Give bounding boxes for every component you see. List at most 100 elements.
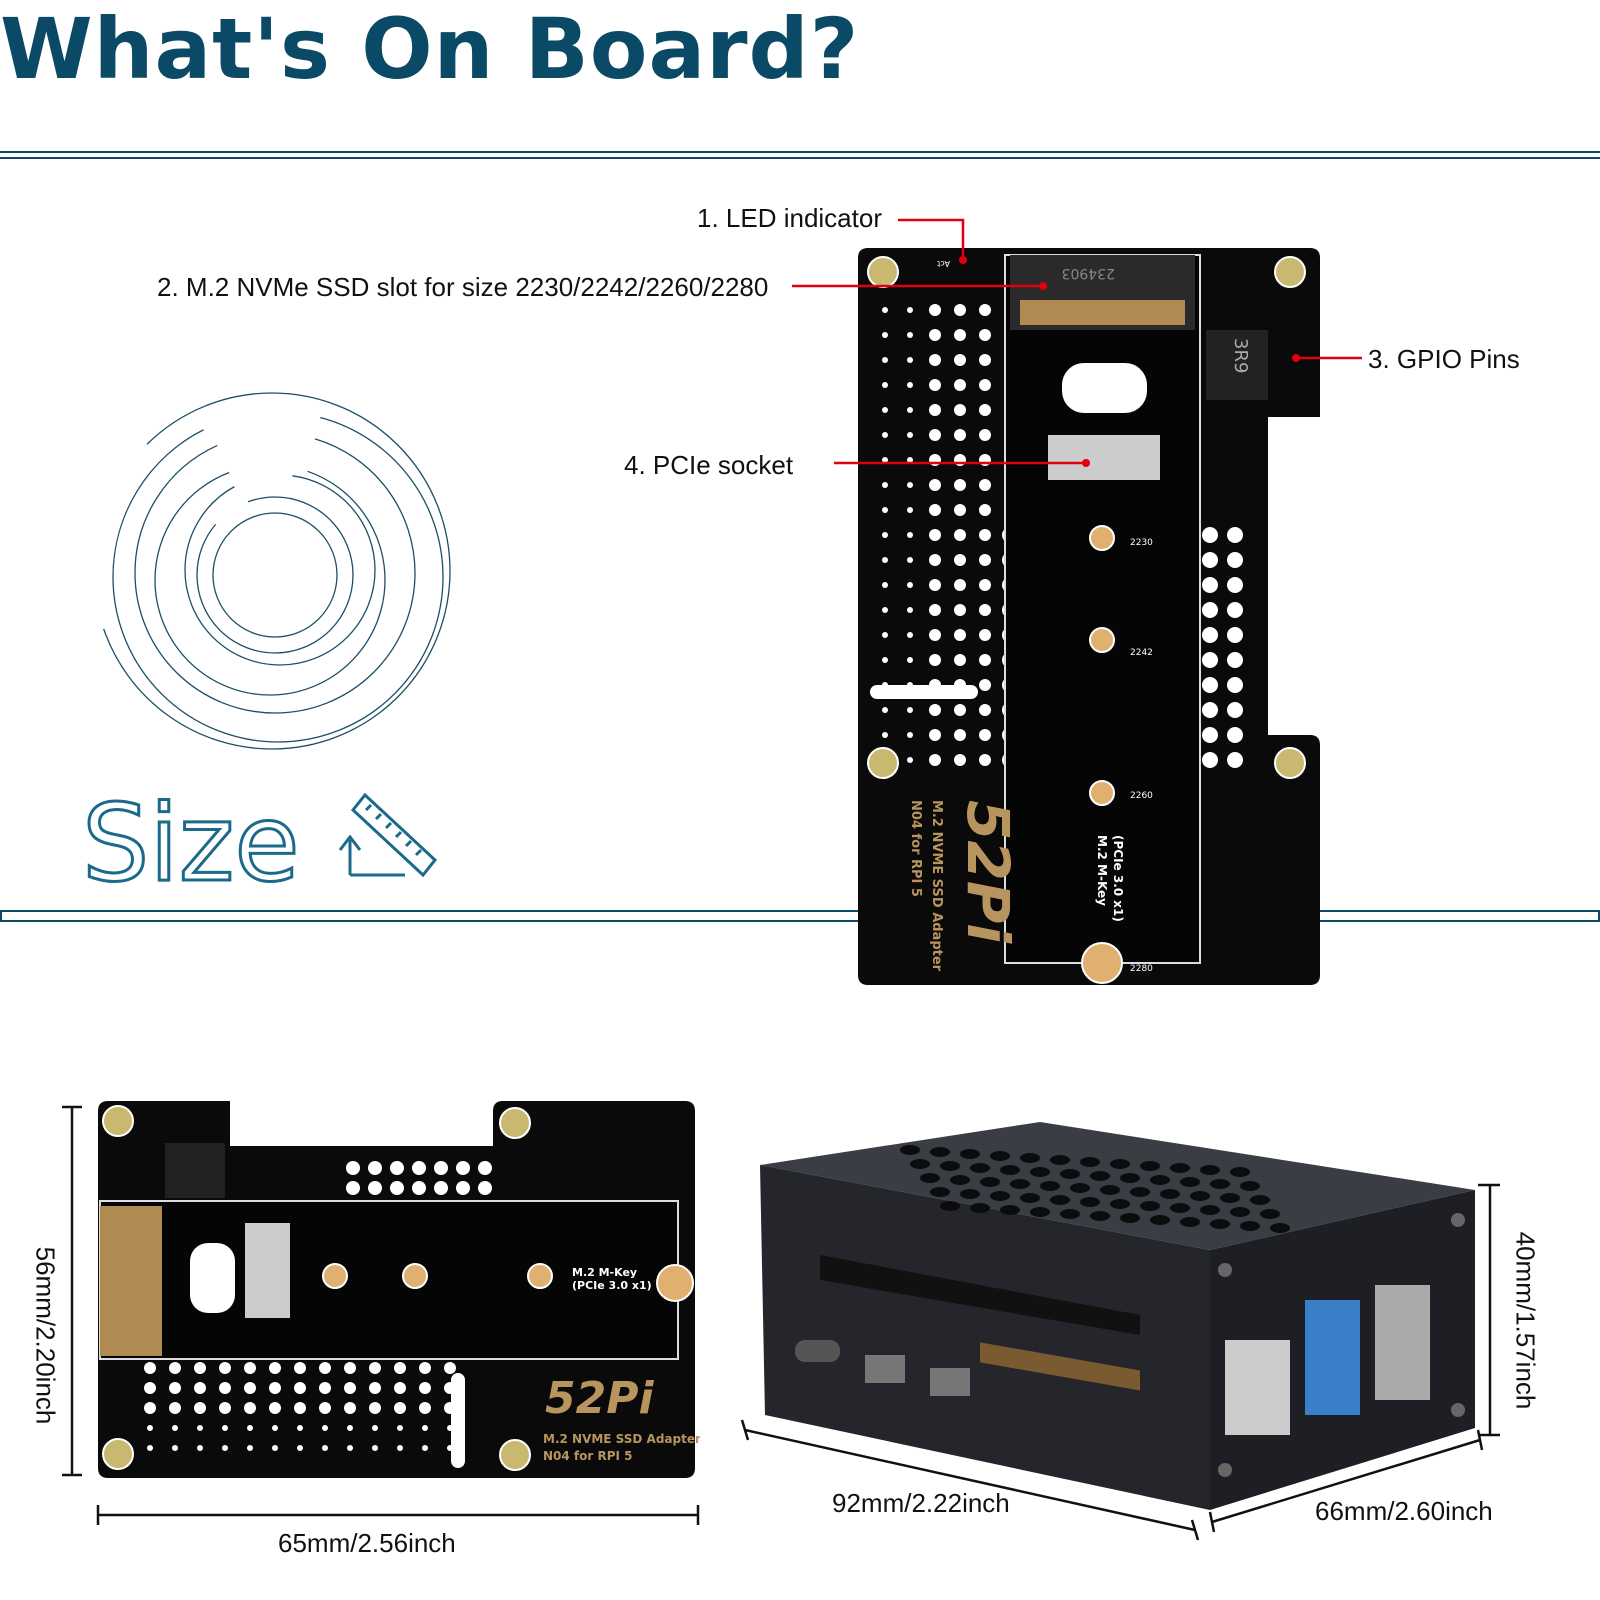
- pcb-hole: [222, 1425, 228, 1431]
- pcb-hole: [197, 1445, 203, 1451]
- pcb-hole: [1202, 752, 1218, 768]
- pcb-hole: [954, 704, 966, 716]
- pcb-hole: [907, 632, 913, 638]
- pcb-hole: [882, 482, 888, 488]
- pcb-hole: [144, 1402, 156, 1414]
- pcb-hole: [979, 354, 991, 366]
- pcb-hole: [882, 582, 888, 588]
- vent-hole: [1030, 1207, 1050, 1217]
- key-label: M.2 M-Key: [1095, 835, 1109, 906]
- callout-pcie-socket: 4. PCIe socket: [624, 450, 794, 480]
- pcb-hole: [1227, 652, 1243, 668]
- vent-hole: [990, 1151, 1010, 1161]
- pcb-hole: [929, 479, 941, 491]
- pcb-hole: [979, 404, 991, 416]
- size-mark: 2242: [1130, 648, 1153, 658]
- pcb-hole: [954, 429, 966, 441]
- pcb-hole: [169, 1362, 181, 1374]
- pcb-hole: [397, 1425, 403, 1431]
- pcb-hole: [169, 1402, 181, 1414]
- pcb-hole: [929, 704, 941, 716]
- vent-hole: [940, 1201, 960, 1211]
- pcb-hole: [954, 304, 966, 316]
- pcb-hole: [244, 1402, 256, 1414]
- pcb-hole: [456, 1161, 470, 1175]
- pcb-hole: [954, 329, 966, 341]
- pcb-hole: [1202, 677, 1218, 693]
- pcb-hole: [434, 1181, 448, 1195]
- pcb-hole: [979, 304, 991, 316]
- pcb-hole: [144, 1362, 156, 1374]
- interface-label: (PCIe 3.0 x1): [572, 1279, 652, 1292]
- pcb-hole: [394, 1362, 406, 1374]
- vent-hole: [1020, 1153, 1040, 1163]
- vent-hole: [1240, 1221, 1260, 1231]
- pcb-hole: [979, 429, 991, 441]
- pcb-hole: [219, 1402, 231, 1414]
- pcb-hole: [219, 1382, 231, 1394]
- callout-m2-slot: 2. M.2 NVMe SSD slot for size 2230/2242/…: [157, 272, 769, 302]
- pcb-hole: [222, 1445, 228, 1451]
- pcb-hole: [369, 1382, 381, 1394]
- pcb-hole: [1227, 602, 1243, 618]
- pcb-hole: [1202, 552, 1218, 568]
- vent-hole: [1150, 1175, 1170, 1185]
- pcb-hole: [346, 1161, 360, 1175]
- section-divider: [1320, 920, 1600, 922]
- size-heading: Size: [81, 781, 302, 907]
- vent-hole: [940, 1161, 960, 1171]
- pcb-hole: [1227, 552, 1243, 568]
- key-label: M.2 M-Key: [572, 1266, 637, 1279]
- pcb-hole: [979, 529, 991, 541]
- pcb-hole: [322, 1445, 328, 1451]
- pcb-hole: [347, 1425, 353, 1431]
- pcb-hole: [1202, 702, 1218, 718]
- pcb-hole: [390, 1161, 404, 1175]
- pcb-hole: [979, 379, 991, 391]
- pcb-hole: [346, 1181, 360, 1195]
- pcb-hole: [1202, 527, 1218, 543]
- pcb-hole: [412, 1181, 426, 1195]
- pcb-hole: [979, 729, 991, 741]
- pcb-hole: [979, 704, 991, 716]
- pcb-hole: [247, 1445, 253, 1451]
- product-model: N04 for RPI 5: [543, 1449, 633, 1463]
- pcb-hole: [954, 729, 966, 741]
- divider-end: [1598, 910, 1600, 922]
- pcb-hole: [319, 1382, 331, 1394]
- vent-hole: [1080, 1197, 1100, 1207]
- pcb-hole: [294, 1362, 306, 1374]
- pcb-hole: [478, 1181, 492, 1195]
- pcb-hole: [907, 607, 913, 613]
- pcb-hole: [194, 1382, 206, 1394]
- vent-hole: [960, 1189, 980, 1199]
- pcb-hole: [979, 479, 991, 491]
- pcb-hole: [1227, 752, 1243, 768]
- pcb-hole: [1202, 727, 1218, 743]
- pcb-hole: [929, 504, 941, 516]
- vent-hole: [1140, 1201, 1160, 1211]
- vent-hole: [1090, 1171, 1110, 1181]
- section-divider: [1320, 910, 1600, 912]
- vent-hole: [1050, 1195, 1070, 1205]
- vent-hole: [1100, 1185, 1120, 1195]
- case-width-dimension: 66mm/2.60inch: [1315, 1496, 1493, 1526]
- pcb-hole: [882, 507, 888, 513]
- interface-label: (PCIe 3.0 x1): [1111, 835, 1125, 922]
- pcb-hole: [954, 354, 966, 366]
- pcb-hole: [929, 529, 941, 541]
- pcb-hole: [979, 629, 991, 641]
- vent-hole: [1110, 1159, 1130, 1169]
- pcb-hole: [954, 479, 966, 491]
- led-label: Act: [937, 259, 950, 268]
- header-divider: [0, 151, 1600, 153]
- spiral-circles-icon: [93, 392, 451, 750]
- vent-hole: [950, 1175, 970, 1185]
- pcb-hole: [882, 432, 888, 438]
- pcb-hole: [344, 1402, 356, 1414]
- inductor-label: 3R9: [1230, 338, 1251, 373]
- vent-hole: [1170, 1203, 1190, 1213]
- pcb-hole: [954, 504, 966, 516]
- vent-hole: [1070, 1183, 1090, 1193]
- pcb-hole: [954, 629, 966, 641]
